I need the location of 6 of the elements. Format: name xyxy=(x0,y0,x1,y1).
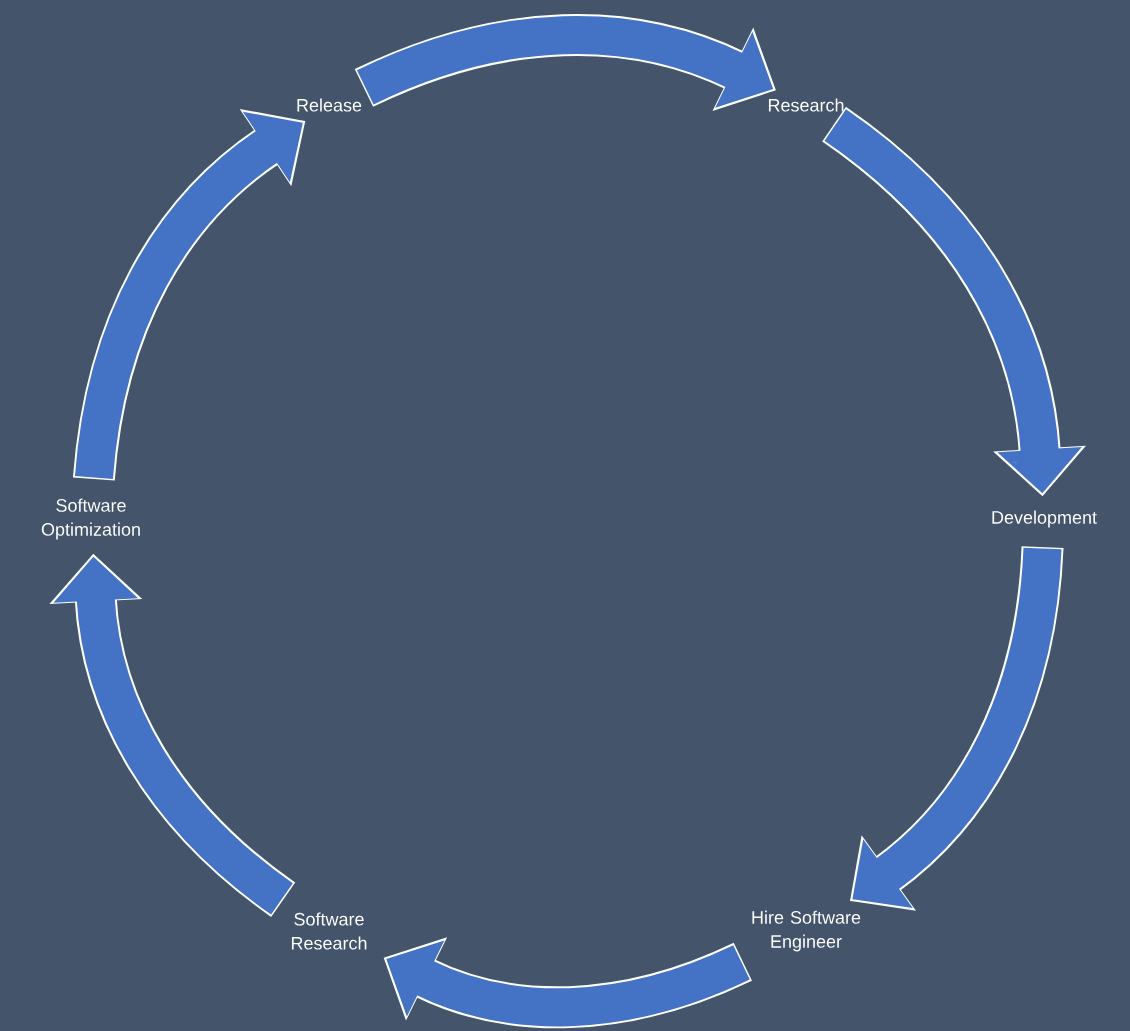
step-label: Research xyxy=(768,98,844,112)
step-label: Software Research xyxy=(291,912,367,950)
step-label: Hire Software Engineer xyxy=(752,910,861,952)
step-label: Release xyxy=(297,98,362,112)
step-label: Development xyxy=(992,510,1097,528)
step-label: Software Optimization xyxy=(41,498,140,540)
